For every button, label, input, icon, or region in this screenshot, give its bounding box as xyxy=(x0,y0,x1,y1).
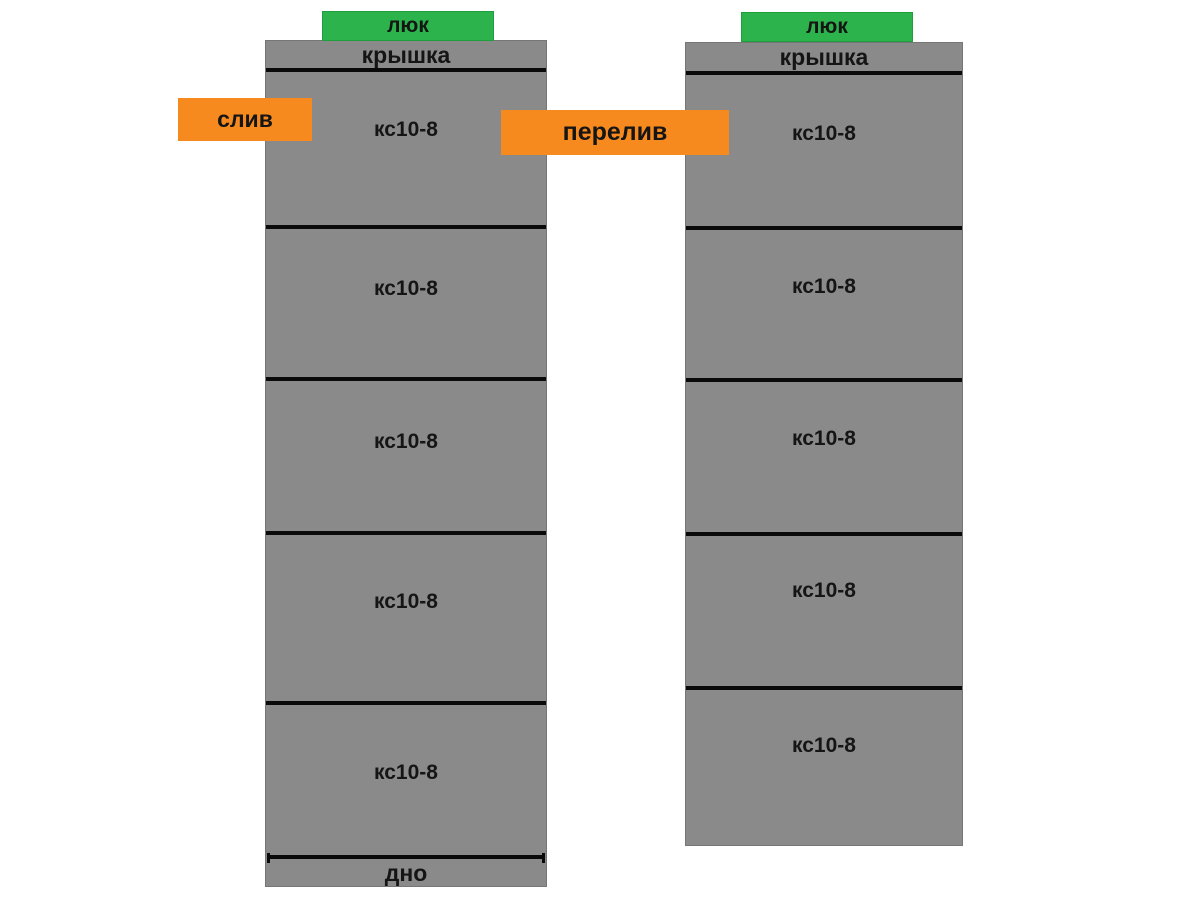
right-ring-label-2: кс10-8 xyxy=(792,275,856,298)
right-ring-joint-line-4 xyxy=(686,686,962,690)
right-ring-label-3: кс10-8 xyxy=(792,427,856,450)
bottom-line-end-tick-right xyxy=(542,853,545,863)
right-ring-label-1: кс10-8 xyxy=(792,122,856,145)
left-bottom-slab-line xyxy=(267,853,545,863)
right-ring-label-4: кс10-8 xyxy=(792,579,856,602)
right-ring-joint-line-2 xyxy=(686,378,962,382)
left-manhole-cap: люк xyxy=(322,11,494,41)
left-manhole-label: люк xyxy=(387,14,429,37)
right-manhole-label: люк xyxy=(806,15,848,38)
bottom-line-end-tick-left xyxy=(267,853,270,863)
left-ring-label-4: кс10-8 xyxy=(374,590,438,613)
left-well-column: крышка кс10-8 кс10-8 кс10-8 кс10-8 кс10-… xyxy=(265,40,547,887)
left-ring-label-5: кс10-8 xyxy=(374,761,438,784)
drain-pipe-text: слив xyxy=(217,106,273,132)
drain-pipe-label: слив xyxy=(178,98,312,141)
left-cover-joint-line xyxy=(266,68,546,72)
right-ring-joint-line-3 xyxy=(686,532,962,536)
left-bottom-label: дно xyxy=(384,859,428,886)
right-cover-label: крышка xyxy=(779,43,869,70)
left-ring-label-1: кс10-8 xyxy=(374,118,438,141)
left-ring-joint-line-2 xyxy=(266,377,546,381)
overflow-pipe-label: перелив xyxy=(501,110,729,155)
right-cover-joint-line xyxy=(686,71,962,75)
right-ring-label-5: кс10-8 xyxy=(792,734,856,757)
left-cover-label: крышка xyxy=(361,41,451,68)
right-ring-joint-line-1 xyxy=(686,226,962,230)
left-ring-label-3: кс10-8 xyxy=(374,430,438,453)
left-ring-label-2: кс10-8 xyxy=(374,277,438,300)
left-ring-joint-line-1 xyxy=(266,225,546,229)
right-manhole-cap: люк xyxy=(741,12,913,42)
overflow-pipe-text: перелив xyxy=(562,118,668,146)
left-ring-joint-line-4 xyxy=(266,701,546,705)
right-well-column: крышка кс10-8 кс10-8 кс10-8 кс10-8 кс10-… xyxy=(685,42,963,846)
left-ring-joint-line-3 xyxy=(266,531,546,535)
